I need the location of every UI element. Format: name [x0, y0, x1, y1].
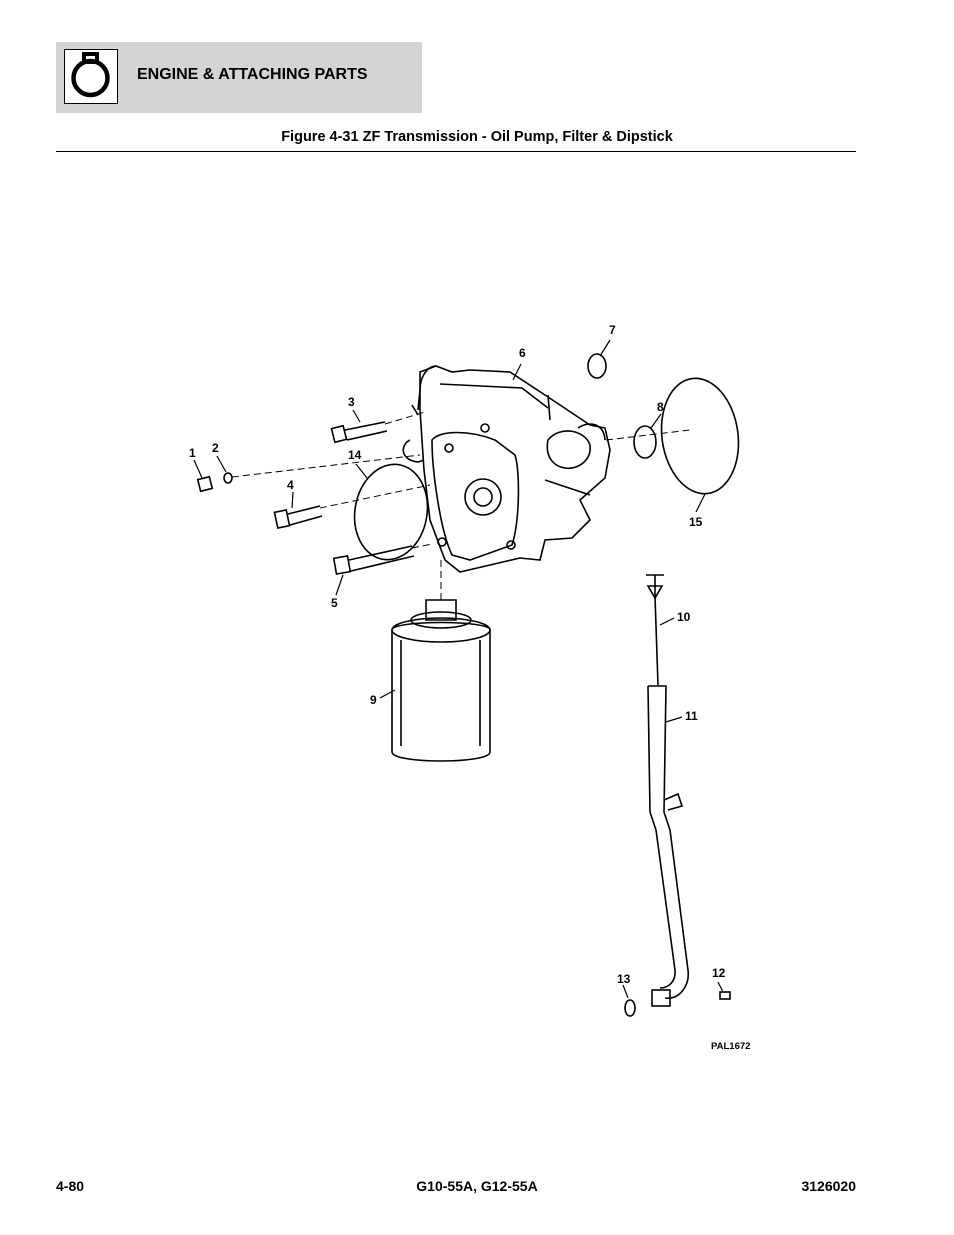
gasket-15	[660, 377, 740, 495]
callout-5: 5	[331, 596, 338, 610]
o-ring-8	[633, 425, 657, 459]
callout-14: 14	[348, 448, 362, 462]
callout-10: 10	[677, 610, 691, 624]
model-numbers: G10-55A, G12-55A	[416, 1178, 538, 1194]
callout-15: 15	[689, 515, 703, 529]
callout-7: 7	[609, 323, 616, 337]
callout-labels: 1 2 3 4 5 6 7 8 9 10 11 12 13 14 15	[189, 323, 726, 986]
oil-filter	[391, 599, 491, 762]
callout-9: 9	[370, 693, 377, 707]
page-number: 4-80	[56, 1178, 85, 1194]
oil-pump-housing	[402, 365, 611, 573]
bolt-5	[332, 545, 415, 576]
plug-12	[719, 991, 731, 1000]
figure-reference-code: PAL1672	[711, 1041, 750, 1052]
callout-4: 4	[287, 478, 294, 492]
callout-6: 6	[519, 346, 526, 360]
section-header: ENGINE & ATTACHING PARTS	[56, 42, 422, 113]
callout-8: 8	[657, 400, 664, 414]
dipstick-tube	[647, 685, 690, 1007]
gasket-14	[353, 463, 429, 561]
callout-1: 1	[189, 446, 196, 460]
callout-11: 11	[685, 709, 698, 723]
bolt-3	[330, 421, 388, 444]
callout-12: 12	[712, 966, 726, 980]
o-ring-7	[587, 353, 607, 379]
header-divider	[56, 151, 856, 152]
nut-1	[196, 475, 214, 493]
callout-2: 2	[212, 441, 219, 455]
callout-3: 3	[348, 395, 355, 409]
bolt-4	[273, 505, 323, 530]
dipstick	[646, 574, 664, 686]
section-title: ENGINE & ATTACHING PARTS	[137, 66, 368, 83]
callout-13: 13	[617, 972, 631, 986]
o-ring-13	[624, 999, 636, 1017]
figure-title: Figure 4-31 ZF Transmission - Oil Pump, …	[281, 129, 673, 145]
engine-icon	[64, 49, 118, 104]
washer-2	[223, 472, 233, 484]
document-number: 3126020	[801, 1178, 856, 1194]
